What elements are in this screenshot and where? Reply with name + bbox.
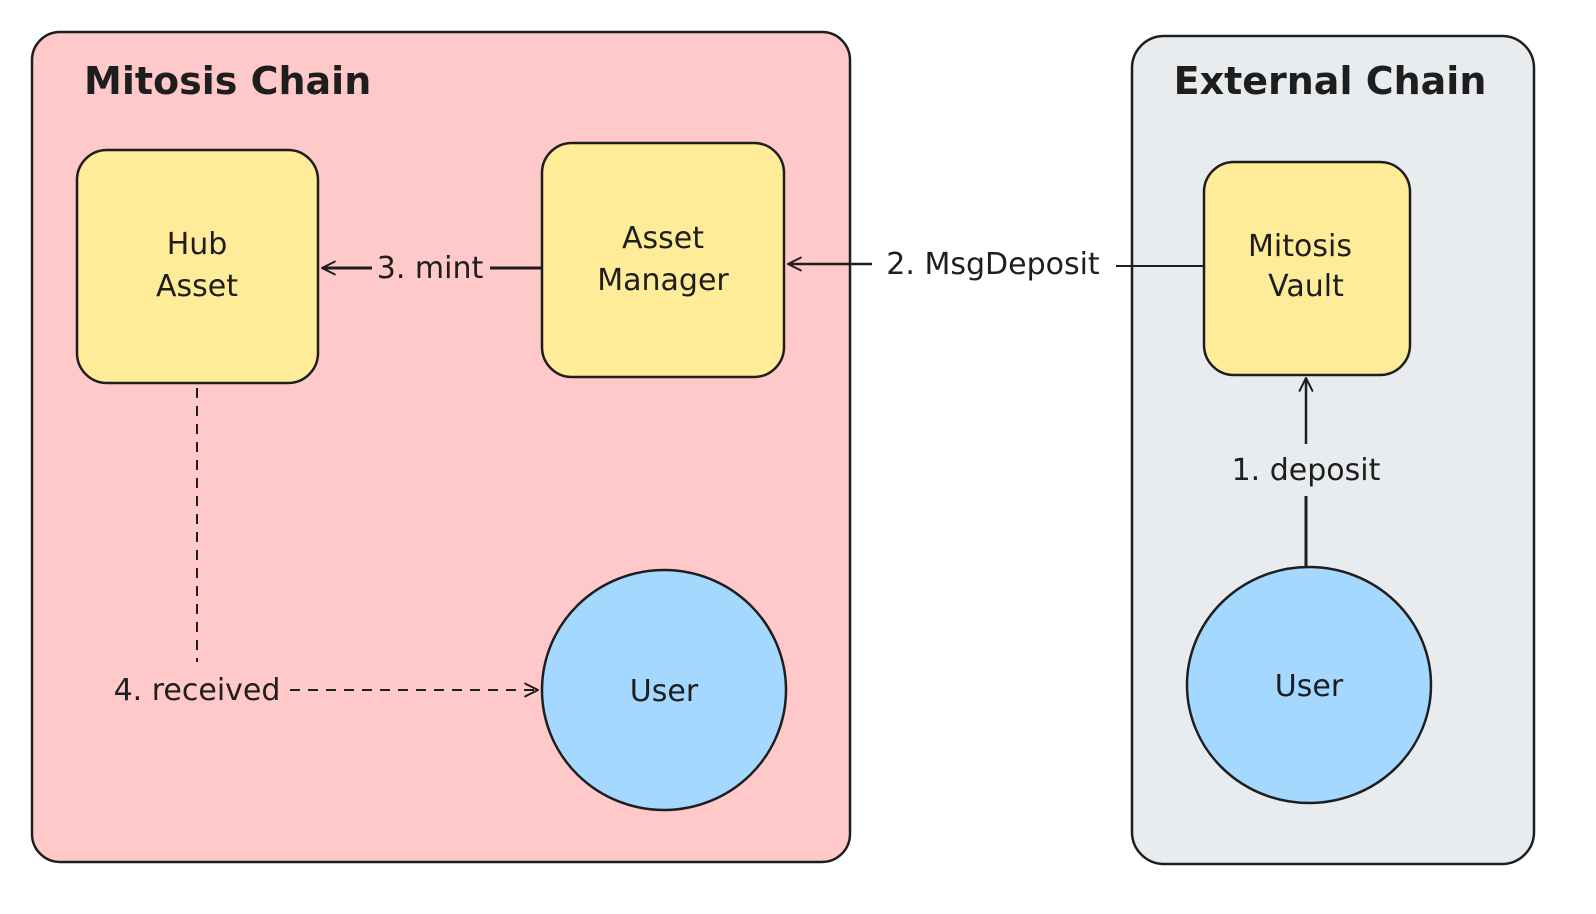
edge-deposit-label: 1. deposit <box>1232 453 1381 488</box>
edge-msg-deposit-label: 2. MsgDeposit <box>886 247 1100 282</box>
mitosis-chain-title: Mitosis Chain <box>84 59 371 103</box>
edge-mint-label: 3. mint <box>377 251 484 286</box>
user-external-label: User <box>1275 669 1344 704</box>
asset-manager-node: Asset Manager <box>540 141 786 379</box>
user-external-node: User <box>1185 565 1433 805</box>
edge-mint: 3. mint <box>321 251 542 286</box>
hub-asset-label-line1: Hub <box>167 227 228 262</box>
edge-msg-deposit: 2. MsgDeposit <box>787 247 1204 282</box>
mitosis-vault-label-line2: Vault <box>1268 269 1344 304</box>
external-chain-title: External Chain <box>1174 59 1487 103</box>
user-mitosis-node: User <box>540 568 788 812</box>
edge-deposit: 1. deposit <box>1232 377 1381 566</box>
edge-received: 4. received <box>114 388 539 708</box>
user-mitosis-label: User <box>630 674 699 709</box>
hub-asset-node: Hub Asset <box>75 148 320 385</box>
hub-asset-label-line2: Asset <box>156 269 238 304</box>
edge-received-label: 4. received <box>114 673 281 708</box>
mitosis-vault-node: Mitosis Vault <box>1202 160 1412 377</box>
mitosis-vault-label-line1: Mitosis <box>1248 229 1352 264</box>
asset-manager-label-line1: Asset <box>622 221 704 256</box>
asset-manager-label-line2: Manager <box>597 263 729 298</box>
